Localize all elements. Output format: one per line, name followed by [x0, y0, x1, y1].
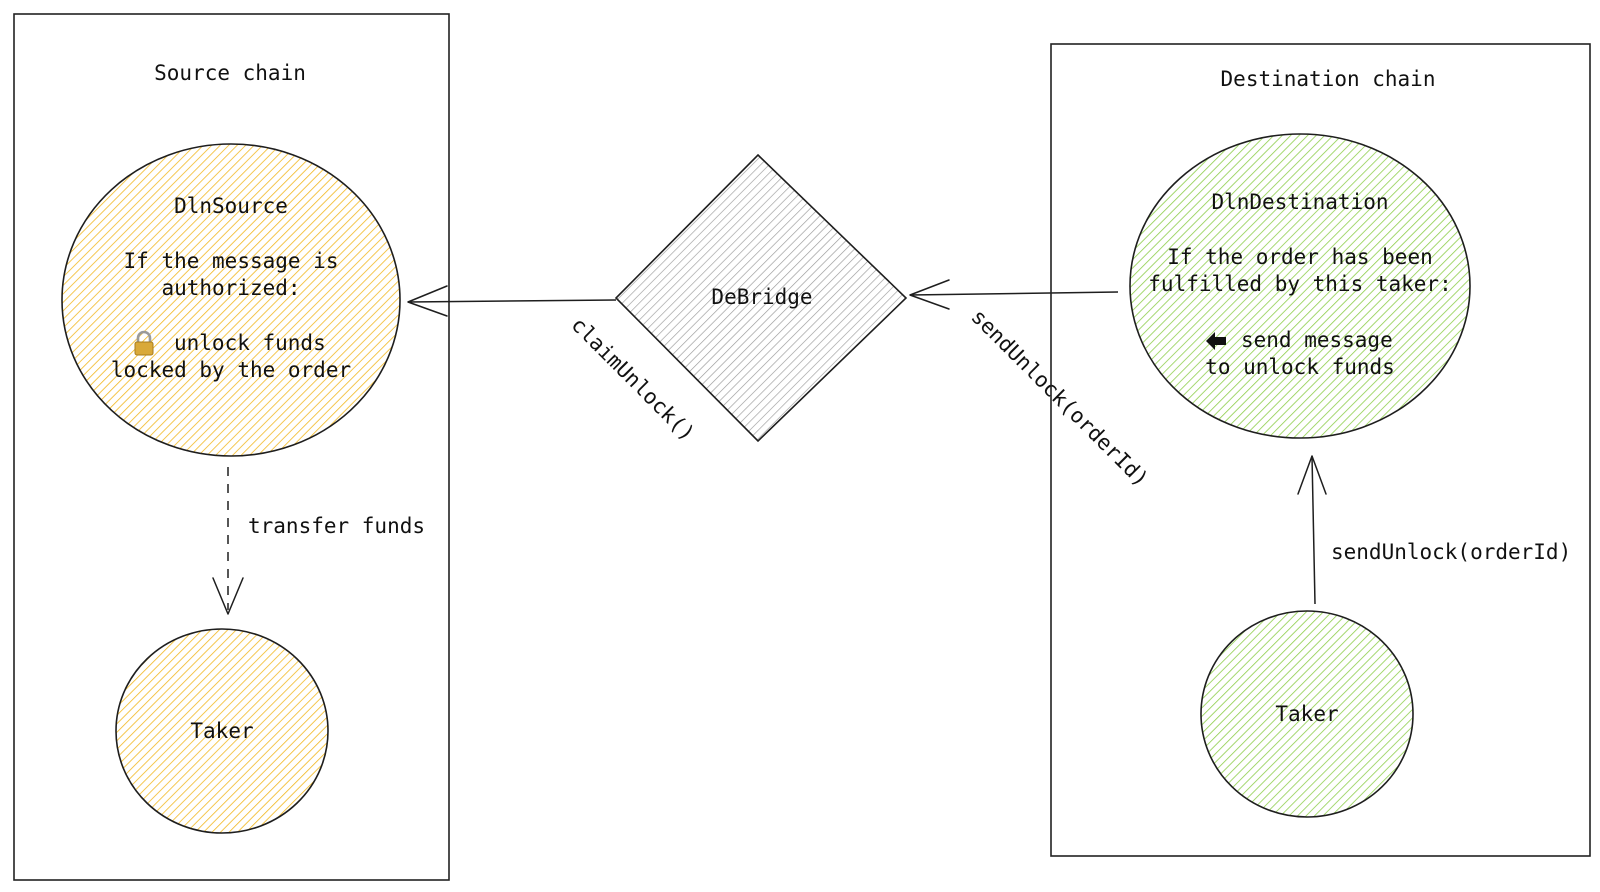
- dln-destination-line-4: to unlock funds: [1205, 355, 1395, 379]
- lock-icon: [134, 330, 154, 356]
- debridge-node: [614, 153, 908, 443]
- dln-destination-line-2: fulfilled by this taker:: [1148, 272, 1451, 296]
- dln-source-line-1: If the message is: [124, 249, 339, 273]
- debridge-label: DeBridge: [711, 285, 812, 309]
- taker-send-unlock-edge: [1311, 455, 1316, 605]
- bridge-group: DeBridge claimUnlock() sendUnlock(orderI…: [407, 153, 1153, 492]
- dln-source-line-3: unlock funds: [174, 331, 326, 355]
- destination-taker-label: Taker: [1275, 702, 1338, 726]
- source-taker-node: [115, 628, 329, 834]
- source-chain-title: Source chain: [154, 61, 306, 85]
- dln-destination-title: DlnDestination: [1211, 190, 1388, 214]
- source-chain-group: Source chain DlnSource If the message is…: [13, 13, 450, 881]
- send-unlock-edge: [909, 291, 1119, 296]
- destination-chain-box: [1050, 43, 1591, 857]
- transfer-funds-label: transfer funds: [248, 514, 425, 538]
- dln-destination-line-3: send message: [1241, 328, 1393, 352]
- source-taker-label: Taker: [190, 719, 253, 743]
- dln-source-node: [61, 143, 401, 457]
- dln-destination-node: [1129, 133, 1471, 439]
- dln-source-line-2: authorized:: [161, 276, 300, 300]
- claim-unlock-arrowhead: [407, 285, 448, 317]
- transfer-funds-arrowhead: [212, 577, 244, 615]
- claim-unlock-edge: [407, 299, 617, 303]
- send-unlock-arrowhead: [909, 279, 950, 310]
- destination-chain-title: Destination chain: [1221, 67, 1436, 91]
- dln-source-line-4: locked by the order: [111, 358, 351, 382]
- taker-send-unlock-label: sendUnlock(orderId): [1331, 540, 1571, 564]
- destination-chain-group: Destination chain DlnDestination If the …: [1050, 43, 1591, 857]
- left-arrow-icon: [1206, 332, 1226, 350]
- source-chain-box: [13, 13, 450, 881]
- destination-taker-node: [1200, 610, 1414, 818]
- taker-send-unlock-arrowhead: [1297, 455, 1327, 495]
- send-unlock-label: sendUnlock(orderId): [966, 305, 1153, 492]
- dln-destination-line-1: If the order has been: [1167, 245, 1433, 269]
- dln-source-title: DlnSource: [174, 194, 288, 218]
